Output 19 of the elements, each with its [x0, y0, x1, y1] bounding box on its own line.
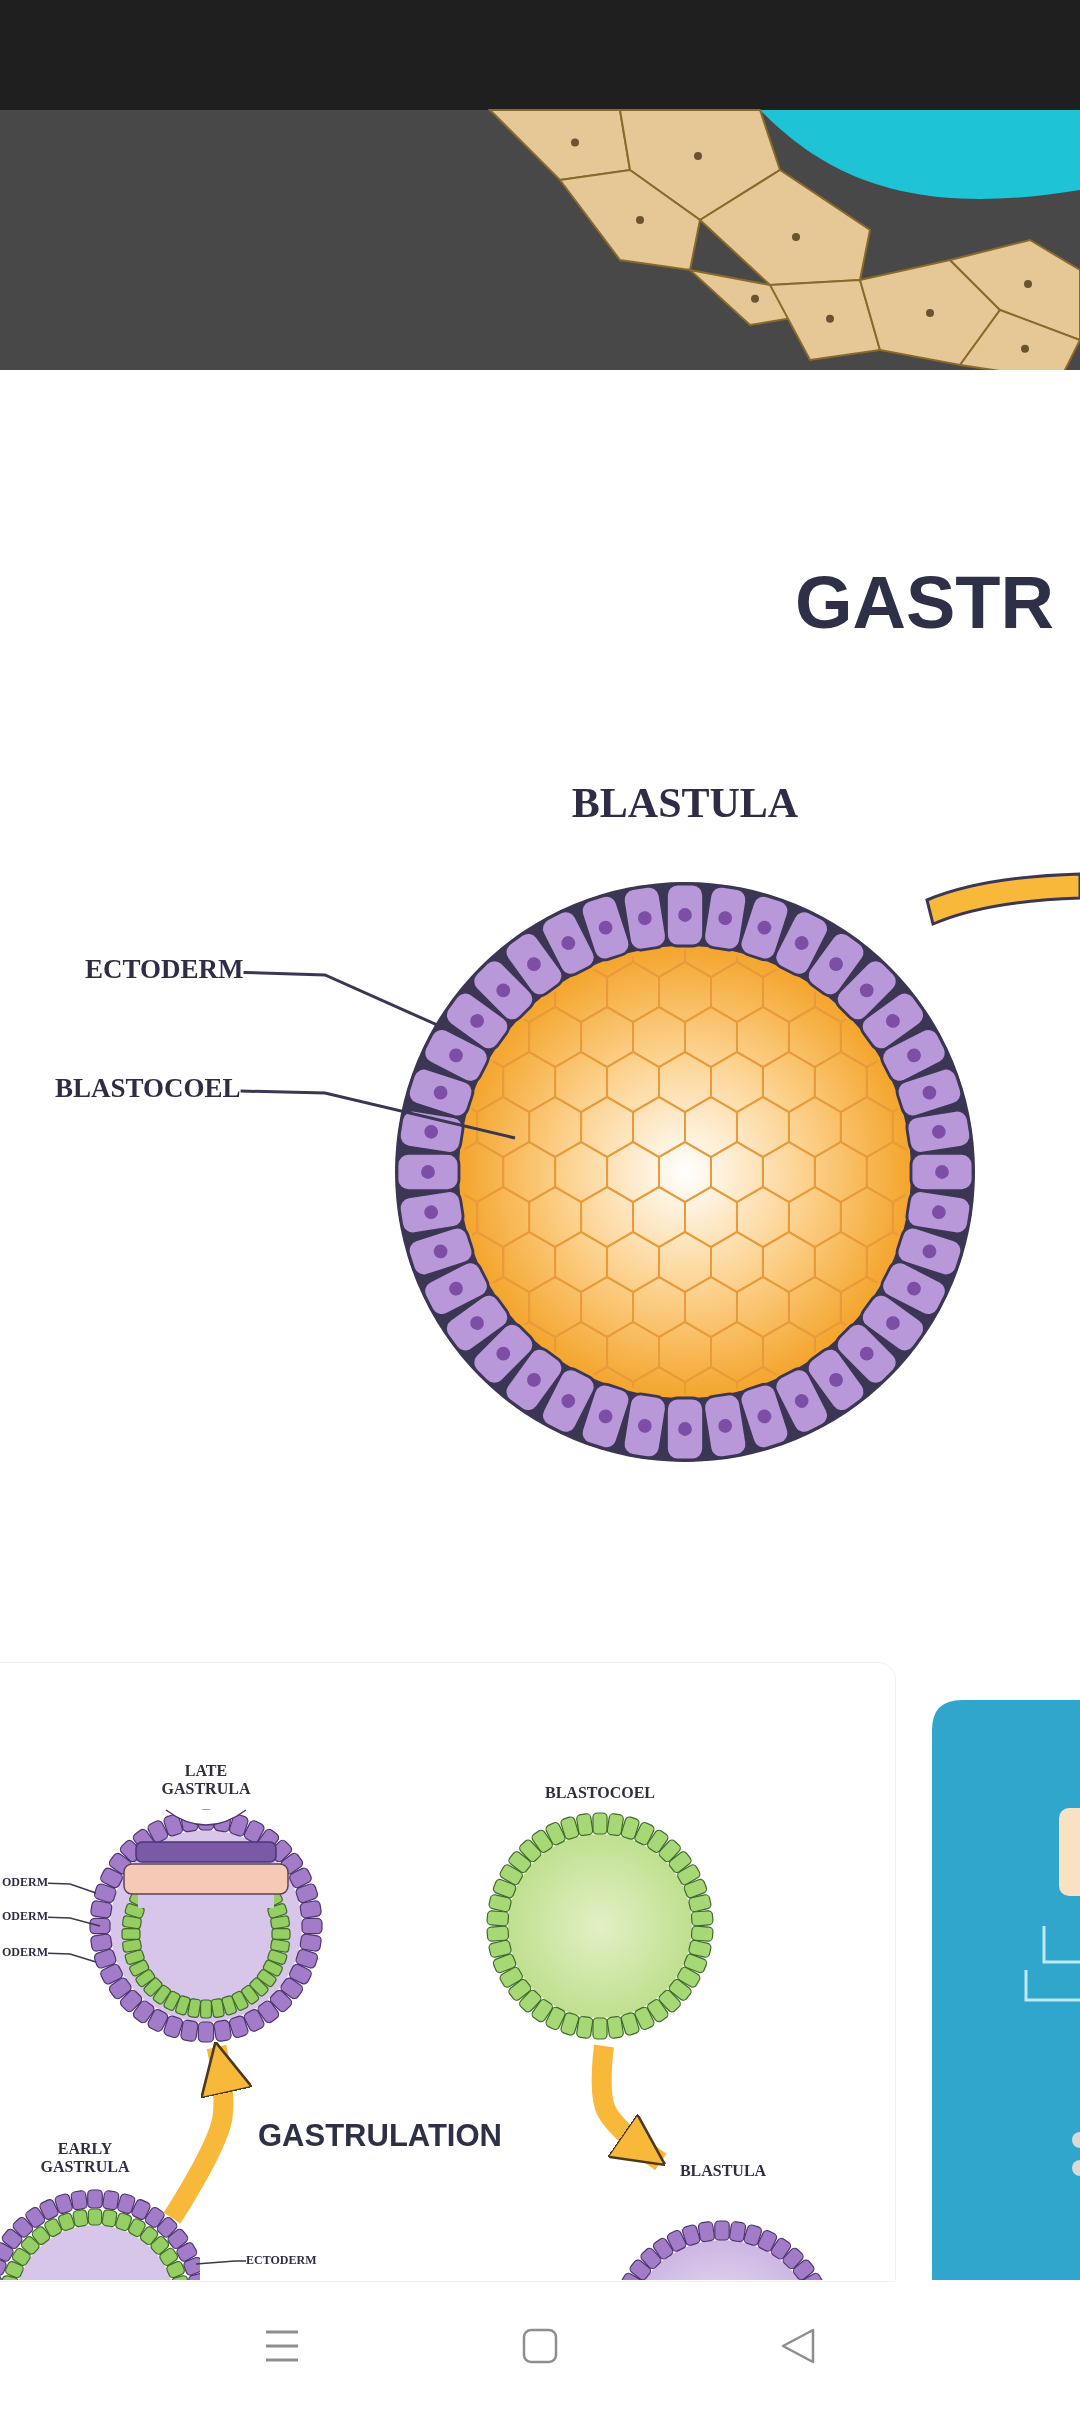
- part-label: ODERM: [2, 1876, 48, 1890]
- leader-line: [195, 2260, 247, 2265]
- stage-label: BLASTULA: [678, 2162, 768, 2180]
- part-label: ODERM: [2, 1910, 48, 1924]
- page-title: GASTR: [795, 560, 1054, 645]
- part-label: BLASTOCOEL: [55, 1074, 241, 1104]
- part-label: ODERM: [2, 1946, 48, 1960]
- stage-label: BLASTULA: [570, 780, 800, 827]
- diagram-heading: GASTRULATION: [258, 2118, 502, 2154]
- part-label: ECTODERM: [246, 2254, 317, 2268]
- stage-label: EARLY GASTRULA: [39, 2140, 131, 2176]
- leader-line: [47, 1952, 97, 1963]
- stage-label: LATE GASTRULA: [160, 1762, 252, 1798]
- leader-line: [240, 1089, 516, 1140]
- leader-line: [47, 1916, 101, 1927]
- part-label: ECTODERM: [85, 955, 244, 985]
- leader-line: [47, 1882, 97, 1894]
- stage-label: BLASTOCOEL: [544, 1784, 656, 1802]
- curved-arrow: [163, 2040, 254, 2224]
